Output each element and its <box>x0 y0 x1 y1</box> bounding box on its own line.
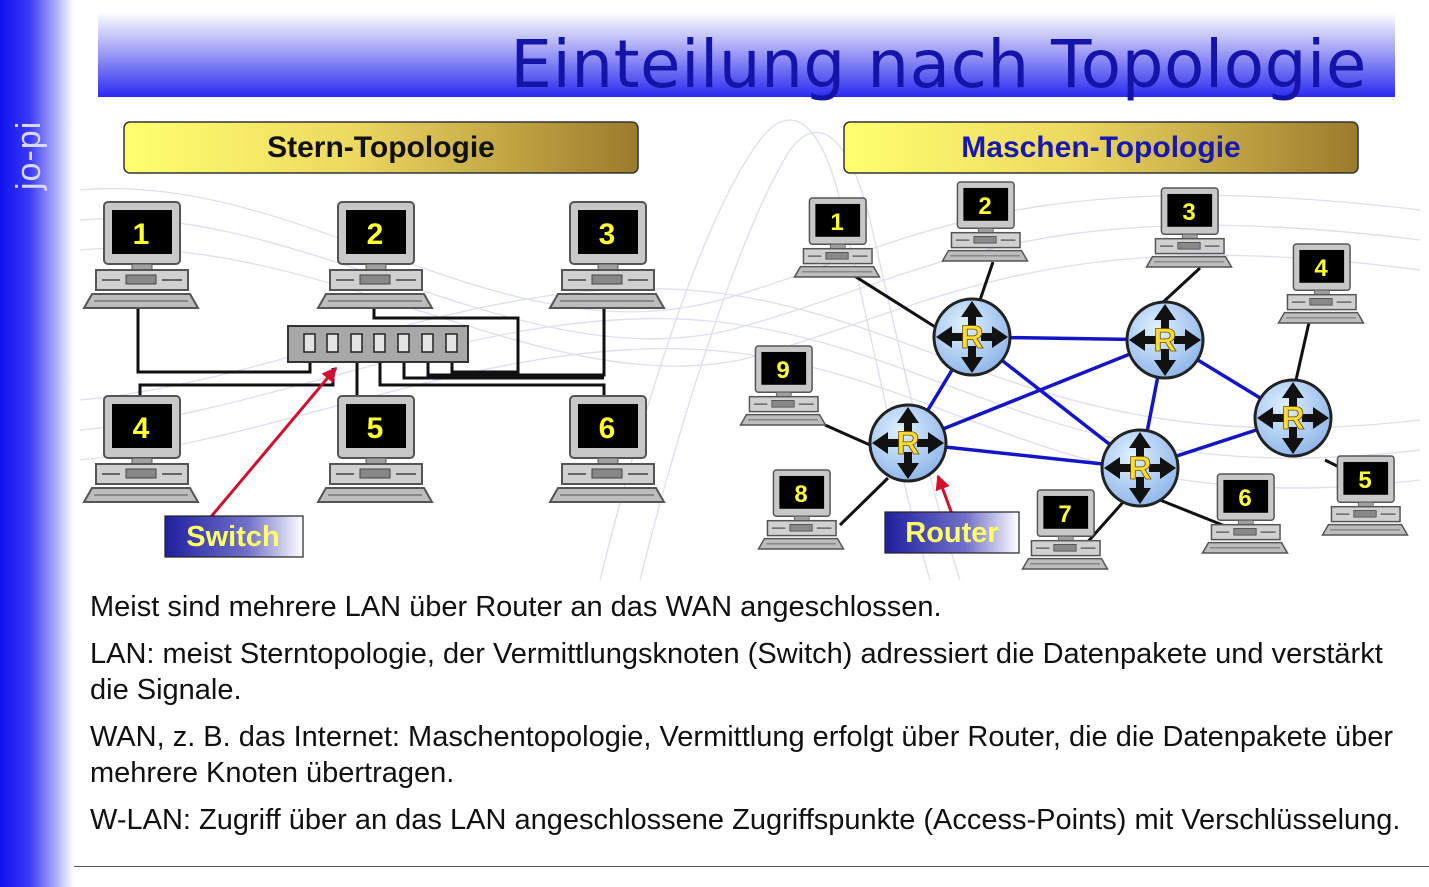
mesh-computer-4-label: 4 <box>1314 255 1328 282</box>
mesh-computer-3-label: 3 <box>1182 199 1195 226</box>
paragraph-lan-star: LAN: meist Sterntopologie, der Vermittlu… <box>90 638 1383 706</box>
star-computer-2-label: 2 <box>367 218 384 251</box>
mesh-computer-7-label: 7 <box>1058 501 1071 528</box>
router-callout: Router <box>884 511 1020 554</box>
router-arrow-icon <box>1129 329 1156 351</box>
mesh-computer-3: 3 <box>1145 187 1233 268</box>
mesh-computer-8: 8 <box>757 469 845 550</box>
router-3: R <box>868 403 948 483</box>
router-4: R <box>1100 428 1180 508</box>
router-arrow-icon <box>961 346 983 373</box>
mesh-computer-7: 7 <box>1021 489 1109 570</box>
mesh-computer-8-label: 8 <box>794 481 807 508</box>
router-arrow-icon <box>1174 329 1201 351</box>
mesh-computer-5: 5 <box>1321 455 1409 536</box>
star-topology-title: Stern-Topologie <box>267 131 495 164</box>
star-computer-2: 2 <box>317 201 433 309</box>
router-arrow-icon <box>1154 304 1176 331</box>
star-computer-4-label: 4 <box>133 412 150 445</box>
star-computer-1-label: 1 <box>133 218 150 251</box>
router-glyph: R <box>896 425 919 461</box>
star-computer-6-label: 6 <box>599 412 616 445</box>
router-arrow-icon <box>1129 432 1151 459</box>
router-arrow-icon <box>1282 427 1304 454</box>
router-arrow-icon <box>1104 457 1131 479</box>
router-5: R <box>1253 378 1333 458</box>
mesh-computer-1: 1 <box>793 197 881 278</box>
router-arrow-icon <box>1154 349 1176 376</box>
mesh-computer-6: 6 <box>1201 473 1289 554</box>
mesh-computer-6-label: 6 <box>1238 485 1251 512</box>
star-computer-1: 1 <box>83 201 199 309</box>
router-arrow-icon <box>961 301 983 328</box>
title-bar: Einteilung nach Topologie <box>98 12 1395 103</box>
paragraph-wlan: W-LAN: Zugriff über an das LAN angeschlo… <box>90 804 1401 836</box>
router-arrow-icon <box>897 452 919 479</box>
star-computer-5-label: 5 <box>367 412 384 445</box>
router-body <box>1100 428 1180 508</box>
star-computer-6: 6 <box>549 395 665 503</box>
router-arrow-icon <box>981 326 1008 348</box>
mesh-routers: R R R R R <box>868 297 1333 508</box>
mesh-topology-header: Maschen-Topologie <box>843 121 1359 174</box>
router-arrow-icon <box>897 407 919 434</box>
topology-diagram: Stern-Topologie Maschen-Topologie 1 2 3 <box>79 119 1421 581</box>
router-body <box>932 297 1012 377</box>
router-glyph: R <box>960 319 983 355</box>
router-arrow-icon <box>1257 407 1284 429</box>
router-arrow-icon <box>872 432 899 454</box>
star-computer-4: 4 <box>83 395 199 503</box>
mesh-computer-9-label: 9 <box>776 357 789 384</box>
router-glyph: R <box>1153 322 1176 358</box>
router-body <box>1125 300 1205 380</box>
mesh-access-cables <box>824 261 1366 546</box>
sidebar-stripe: jo-pi <box>0 0 74 887</box>
star-topology-header: Stern-Topologie <box>123 121 639 174</box>
mesh-computer-4: 4 <box>1277 243 1365 324</box>
mesh-computer-2-label: 2 <box>978 193 991 220</box>
star-computer-3: 3 <box>549 201 665 309</box>
star-computer-3-label: 3 <box>599 218 616 251</box>
router-glyph: R <box>1281 400 1304 436</box>
switch-pointer-arrow <box>208 366 338 519</box>
mesh-computer-1-label: 1 <box>830 209 843 236</box>
router-arrow-icon <box>1149 457 1176 479</box>
router-1: R <box>932 297 1012 377</box>
footer-divider <box>74 866 1429 867</box>
mesh-computer-5-label: 5 <box>1358 467 1371 494</box>
page-title: Einteilung nach Topologie <box>510 26 1367 103</box>
switch-label: Switch <box>186 521 279 553</box>
star-computer-5: 5 <box>317 395 433 503</box>
paragraph-wan-mesh: WAN, z. B. das Internet: Maschentopologi… <box>90 721 1394 789</box>
switch-callout: Switch <box>164 515 304 558</box>
mesh-computer-2: 2 <box>941 181 1029 262</box>
router-arrow-icon <box>917 432 944 454</box>
router-arrow-icon <box>1282 382 1304 409</box>
router-body <box>868 403 948 483</box>
brand-text: jo-pi <box>10 120 48 190</box>
mesh-topology-title: Maschen-Topologie <box>961 131 1240 164</box>
router-arrow-icon <box>1302 407 1329 429</box>
paragraph-wan-router: Meist sind mehrere LAN über Router an da… <box>90 591 942 623</box>
network-switch <box>287 325 469 363</box>
router-arrow-icon <box>936 326 963 348</box>
mesh-computer-9: 9 <box>739 345 827 426</box>
router-arrow-icon <box>1129 477 1151 504</box>
router-label: Router <box>905 517 998 549</box>
router-glyph: R <box>1128 450 1151 486</box>
router-pointer-arrow <box>935 474 954 515</box>
router-2: R <box>1125 300 1205 380</box>
router-body <box>1253 378 1333 458</box>
